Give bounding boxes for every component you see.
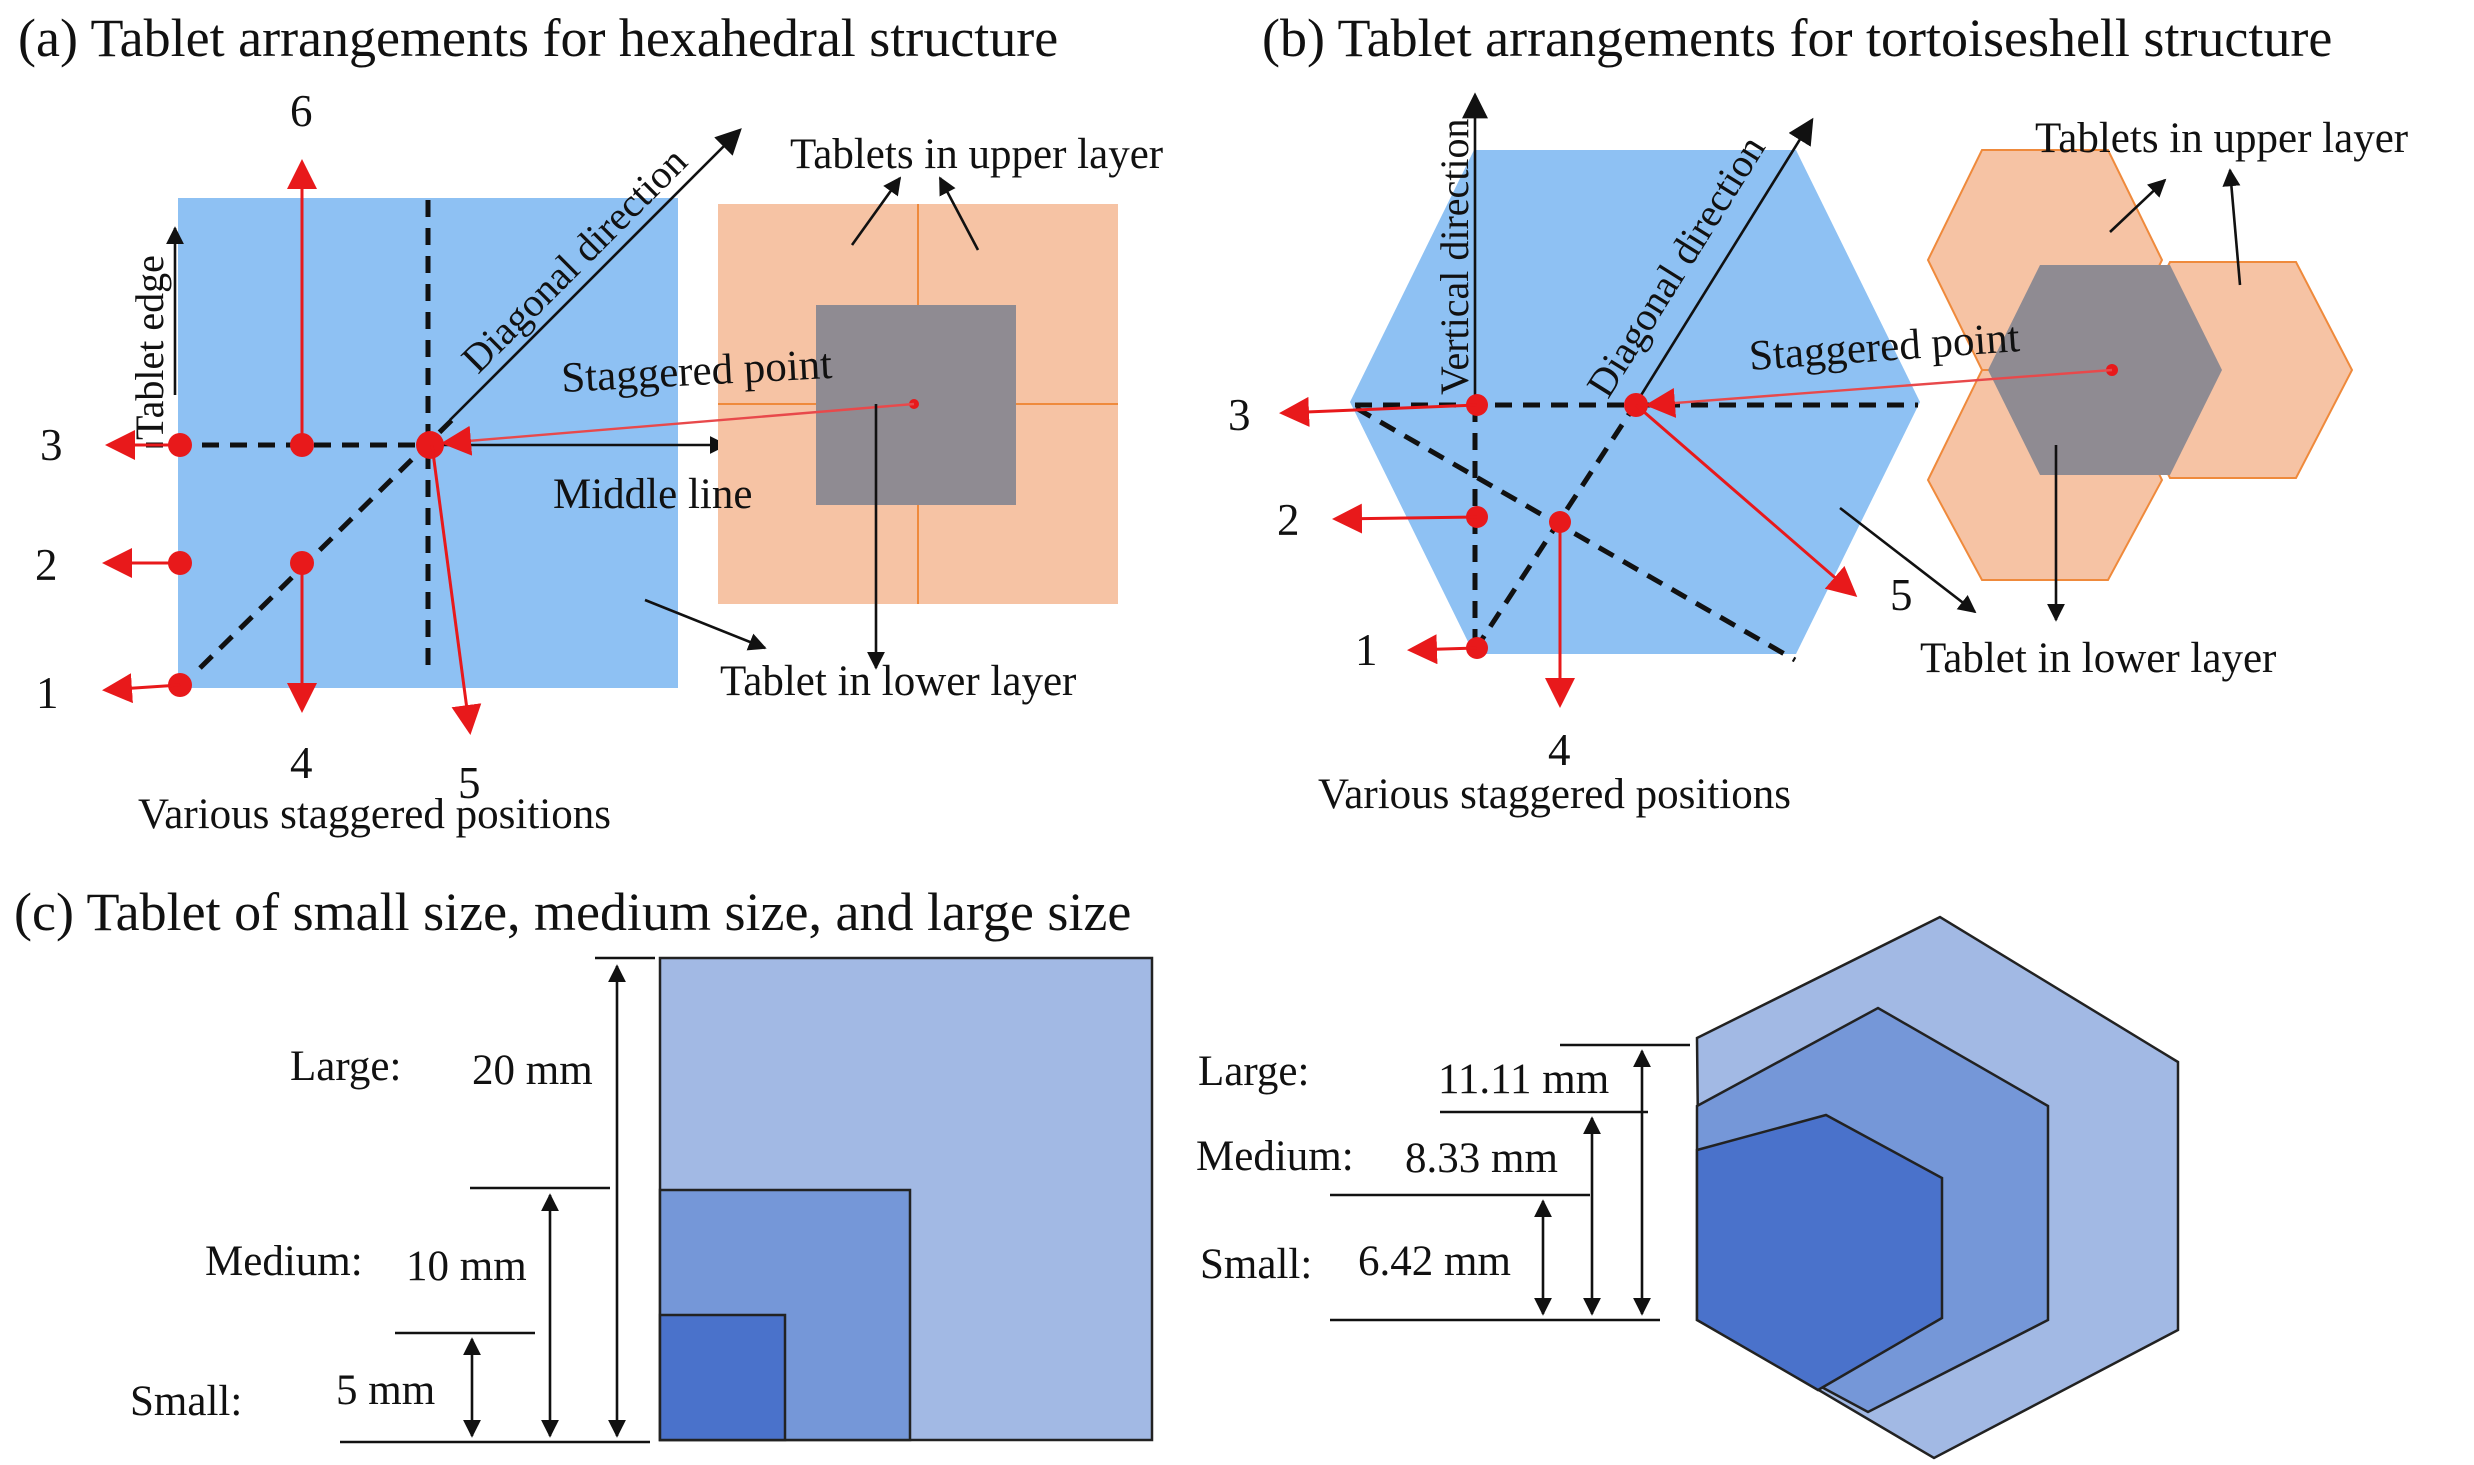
panel-b-title: (b) Tablet arrangements for tortoiseshel… <box>1262 8 2332 68</box>
various-positions-label: Various staggered positions <box>138 791 611 838</box>
diagonal-direction-arrow-hex <box>1633 117 1814 406</box>
square-medium-label: Medium: <box>205 1238 363 1285</box>
square-small-value: 5 mm <box>336 1367 435 1414</box>
hex-position-1-number: 1 <box>1355 625 1378 675</box>
upper-pointer-right <box>938 176 980 251</box>
tablet-lower-label-hex: Tablet in lower layer <box>1920 635 2276 682</box>
small-hexagon-tablet <box>1695 1113 1944 1392</box>
position-5-number: 5 <box>458 758 481 808</box>
upper-pointer-right-hex <box>2222 168 2242 286</box>
panel-b: (b) Tablet arrangements for tortoiseshel… <box>1228 8 2408 818</box>
hex-position-3-number: 3 <box>1228 390 1251 440</box>
upper-pointer-left <box>850 176 902 246</box>
position-1-arrow <box>102 673 181 704</box>
hex-small-label: Small: <box>1200 1241 1312 1288</box>
hex-medium-label: Medium: <box>1196 1133 1354 1180</box>
diagonal-direction-arrow <box>449 128 742 421</box>
tablet-lower-label: Tablet in lower layer <box>720 658 1076 705</box>
lower-diagonal-dashed-hex <box>1354 405 1797 663</box>
panel-c: (c) Tablet of small size, medium size, a… <box>14 882 2180 1460</box>
staggered-point-arrow-hex <box>1645 368 2113 418</box>
hex-position-3-arrow <box>1279 396 1478 427</box>
hex-position-4-number: 4 <box>1548 725 1571 775</box>
position-5-arrow <box>430 444 482 735</box>
hex-large-value: 11.11 mm <box>1438 1056 1609 1103</box>
hex-position-1-arrow <box>1407 634 1478 665</box>
middle-line-label: Middle line <box>553 471 752 518</box>
square-small-label: Small: <box>130 1378 242 1425</box>
diagonal-dashed-line <box>198 415 457 670</box>
panel-a-title: (a) Tablet arrangements for hexahedral s… <box>18 8 1058 68</box>
hex-position-5-arrow <box>1635 403 1858 597</box>
small-square-tablet <box>658 1313 787 1442</box>
panel-c-title: (c) Tablet of small size, medium size, a… <box>14 882 1131 942</box>
hex-large-label: Large: <box>1198 1048 1309 1095</box>
square-large-value: 20 mm <box>472 1047 593 1094</box>
hex-position-5-number: 5 <box>1890 570 1913 620</box>
vertical-direction-label: Vertical direction <box>1432 118 1477 395</box>
various-positions-label-hex: Various staggered positions <box>1318 771 1791 818</box>
lower-pointer-diagonal <box>644 598 767 651</box>
hex-position-2-number: 2 <box>1277 495 1300 545</box>
position-3-number: 3 <box>40 420 63 470</box>
square-medium-value: 10 mm <box>406 1243 527 1290</box>
position-6-number: 6 <box>290 86 313 136</box>
position-5-dot <box>416 431 444 459</box>
hex-small-value: 6.42 mm <box>1358 1238 1511 1285</box>
lower-pointer-diagonal-hex <box>1839 506 1977 614</box>
position-2-number: 2 <box>35 540 58 590</box>
square-large-label: Large: <box>290 1043 401 1090</box>
position-4-number: 4 <box>290 738 313 788</box>
staggered-point-arrow <box>441 402 915 456</box>
position-1-number: 1 <box>36 668 59 718</box>
upper-pointer-left-hex <box>2109 178 2167 233</box>
hex-position-2-arrow <box>1332 503 1478 534</box>
tablets-upper-label-hex: Tablets in upper layer <box>2035 115 2408 162</box>
tablet-edge-label: Tablet edge <box>127 255 172 440</box>
tablets-upper-label: Tablets in upper layer <box>790 131 1163 178</box>
panel-a: (a) Tablet arrangements for hexahedral s… <box>18 8 1163 838</box>
hex-medium-value: 8.33 mm <box>1405 1135 1558 1182</box>
